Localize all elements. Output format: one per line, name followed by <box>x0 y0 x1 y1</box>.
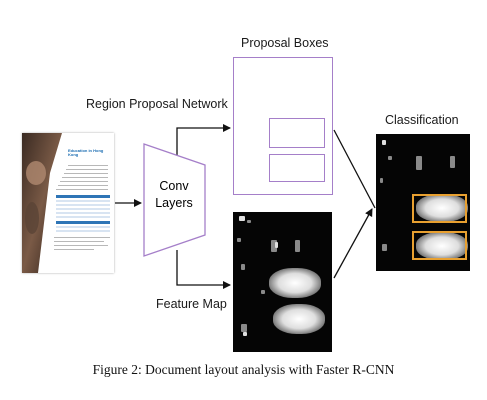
conv-to-featuremap-arrow <box>176 250 231 289</box>
figure-caption: Figure 2: Document layout analysis with … <box>92 362 395 377</box>
region-proposal-network-label: Region Proposal Network <box>86 97 228 111</box>
classification-image <box>376 134 470 271</box>
conv-to-proposal-arrow <box>176 124 231 160</box>
document-title: Education in Hong Kong <box>68 148 104 158</box>
proposal-boxes-label: Proposal Boxes <box>241 36 329 50</box>
classification-box <box>412 231 467 260</box>
classification-box <box>412 194 467 223</box>
proposal-box <box>269 118 325 148</box>
featuremap-to-classification-line <box>333 208 373 279</box>
conv-label-line1: Conv <box>159 179 189 193</box>
proposal-boxes-panel <box>233 57 333 195</box>
conv-layers-trapezoid <box>143 143 206 257</box>
proposal-to-classification-line <box>333 129 376 209</box>
document-thumbnail: Education in Hong Kong <box>22 133 114 273</box>
conv-layers-label: Conv Layers <box>143 178 205 212</box>
feature-map-image <box>233 212 332 352</box>
feature-map-label: Feature Map <box>156 297 227 311</box>
conv-label-line2: Layers <box>155 196 193 210</box>
classification-label: Classification <box>385 113 459 127</box>
document-photo-image <box>22 133 62 273</box>
proposal-box <box>269 154 325 182</box>
